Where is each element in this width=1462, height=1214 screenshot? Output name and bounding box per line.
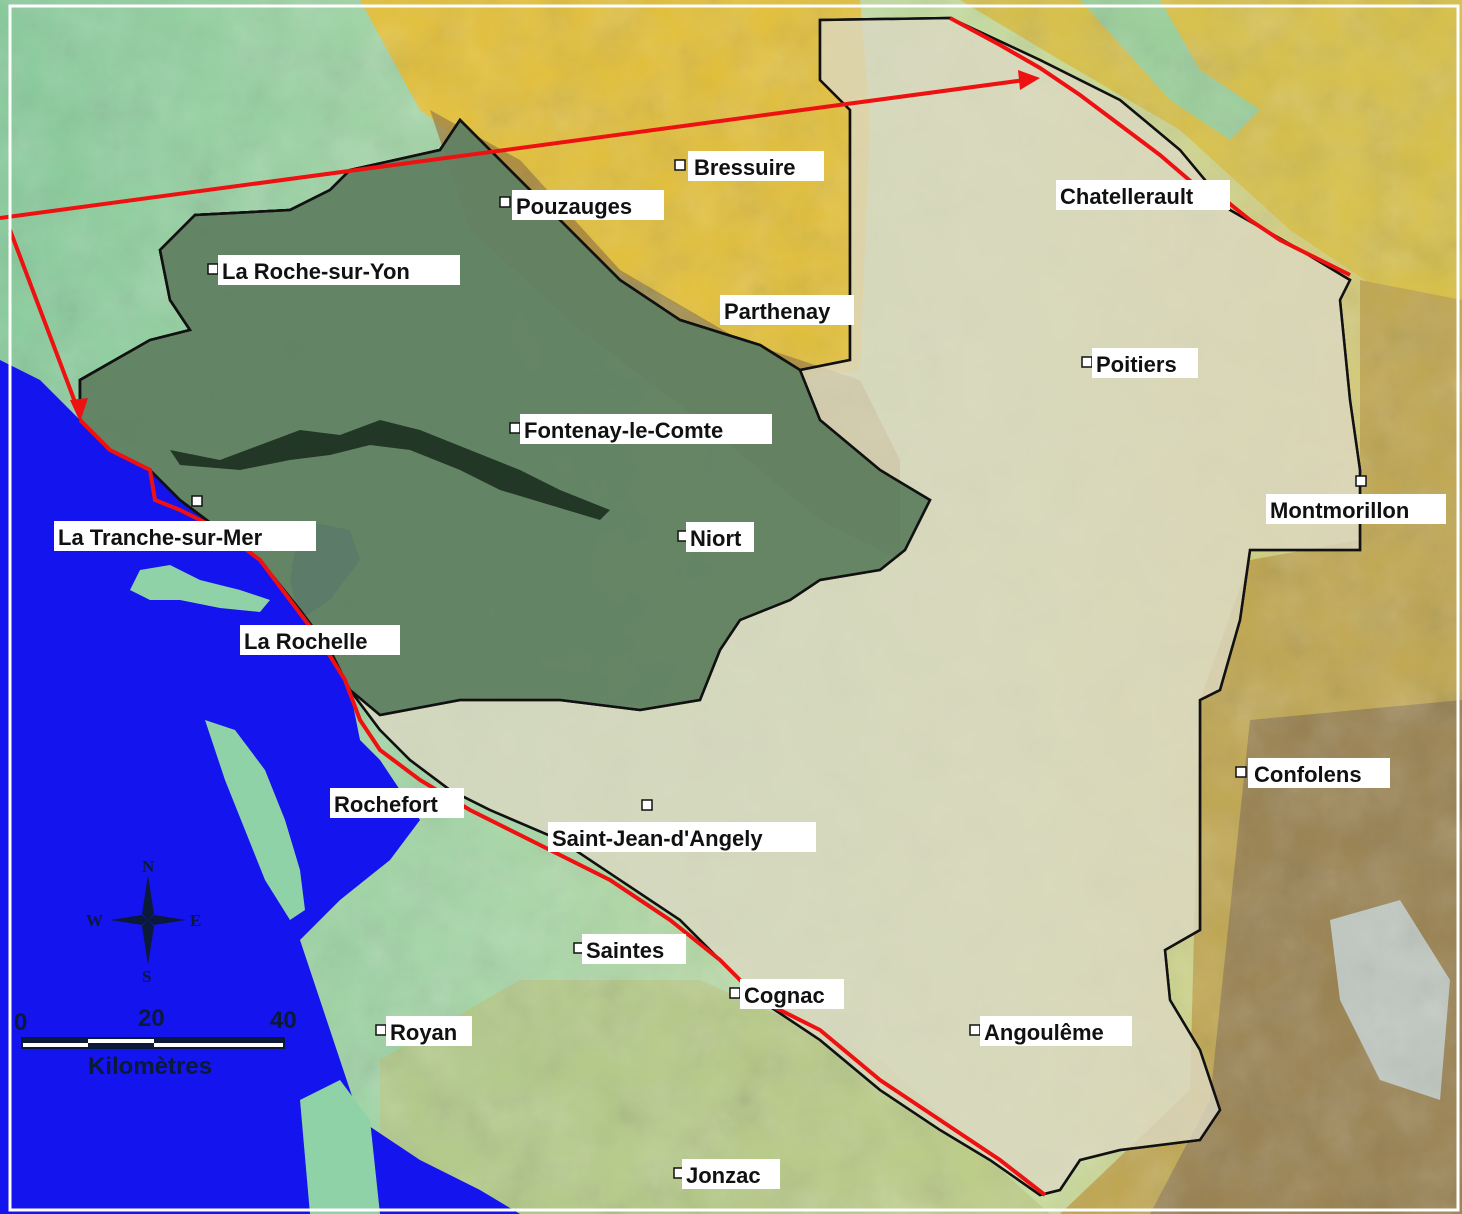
- scale-tick-0: 0: [14, 1009, 27, 1036]
- compass-needle-west: [110, 915, 148, 925]
- town-label: Rochefort: [334, 792, 439, 817]
- town-confolens: Confolens: [1235, 758, 1390, 788]
- gironde-peninsula: [300, 1080, 380, 1214]
- town-label: Confolens: [1254, 762, 1362, 787]
- town-label: Chatellerault: [1060, 184, 1194, 209]
- arrow-head-south: [70, 398, 88, 422]
- town-label: Saint-Jean-d'Angely: [552, 826, 763, 851]
- scale-tick-40: 40: [270, 1007, 297, 1034]
- scale-tick-20: 20: [138, 1005, 165, 1032]
- town-labels: Bressuire Pouzauges La Roche-sur-Yon Par…: [54, 151, 1446, 1189]
- town-jonzac: Jonzac: [673, 1159, 780, 1189]
- town-saint-jean-d-angely: Saint-Jean-d'Angely: [548, 799, 816, 852]
- scale-unit-label: Kilomètres: [88, 1053, 212, 1080]
- town-parthenay: Parthenay: [720, 295, 854, 325]
- town-la-tranche-sur-mer: La Tranche-sur-Mer: [54, 495, 316, 551]
- town-label: La Roche-sur-Yon: [222, 259, 410, 284]
- town-cognac: Cognac: [729, 979, 844, 1009]
- town-la-roche-sur-yon: La Roche-sur-Yon: [207, 255, 460, 285]
- compass-n-label: N: [142, 857, 155, 876]
- town-label: La Tranche-sur-Mer: [58, 525, 263, 550]
- compass-w-label: W: [86, 911, 103, 930]
- map-frame: [8, 4, 1460, 1212]
- town-niort: Niort: [677, 522, 754, 552]
- town-label: Jonzac: [686, 1163, 761, 1188]
- town-label: Royan: [390, 1020, 457, 1045]
- town-label: Fontenay-le-Comte: [524, 418, 723, 443]
- town-label: Parthenay: [724, 299, 831, 324]
- town-chatellerault: Chatellerault: [1056, 180, 1230, 210]
- scale-bar-segment: [22, 1038, 88, 1043]
- town-royan: Royan: [375, 1016, 472, 1046]
- town-label: Pouzauges: [516, 194, 632, 219]
- ile-de-re: [130, 565, 270, 612]
- ile-d-oleron: [205, 720, 305, 920]
- town-poitiers: Poitiers: [1081, 348, 1198, 378]
- compass-needle-south: [142, 920, 154, 965]
- town-label: Cognac: [744, 983, 825, 1008]
- town-label: Angoulême: [984, 1020, 1104, 1045]
- town-rochefort: Rochefort: [330, 788, 464, 818]
- red-boundary-southwest: [78, 418, 1047, 1197]
- compass-needle-north: [142, 875, 154, 920]
- town-label: Poitiers: [1096, 352, 1177, 377]
- town-label: Niort: [690, 526, 742, 551]
- town-la-rochelle: La Rochelle: [240, 625, 400, 655]
- town-label: La Rochelle: [244, 629, 367, 654]
- arrow-head-east: [1018, 70, 1040, 90]
- red-boundary-northeast: [949, 16, 1351, 277]
- town-saintes: Saintes: [573, 934, 686, 964]
- scale-bar: 0 20 40 Kilomètres: [14, 1005, 297, 1080]
- compass-needle-east: [148, 915, 186, 925]
- town-label: Saintes: [586, 938, 664, 963]
- town-pouzauges: Pouzauges: [499, 190, 664, 220]
- town-montmorillon: Montmorillon: [1266, 475, 1446, 524]
- compass-s-label: S: [142, 967, 151, 986]
- compass-e-label: E: [190, 911, 201, 930]
- town-label: Bressuire: [694, 155, 796, 180]
- town-fontenay-le-comte: Fontenay-le-Comte: [509, 414, 772, 444]
- scale-bar-segment: [88, 1043, 154, 1048]
- town-angouleme: Angoulême: [969, 1016, 1132, 1046]
- compass-rose: N S E W: [86, 857, 201, 986]
- scale-bar-segment: [154, 1038, 284, 1043]
- internal-fault-band: [170, 420, 610, 520]
- arrow-line: [0, 78, 1026, 411]
- town-bressuire: Bressuire: [674, 151, 824, 181]
- town-label: Montmorillon: [1270, 498, 1409, 523]
